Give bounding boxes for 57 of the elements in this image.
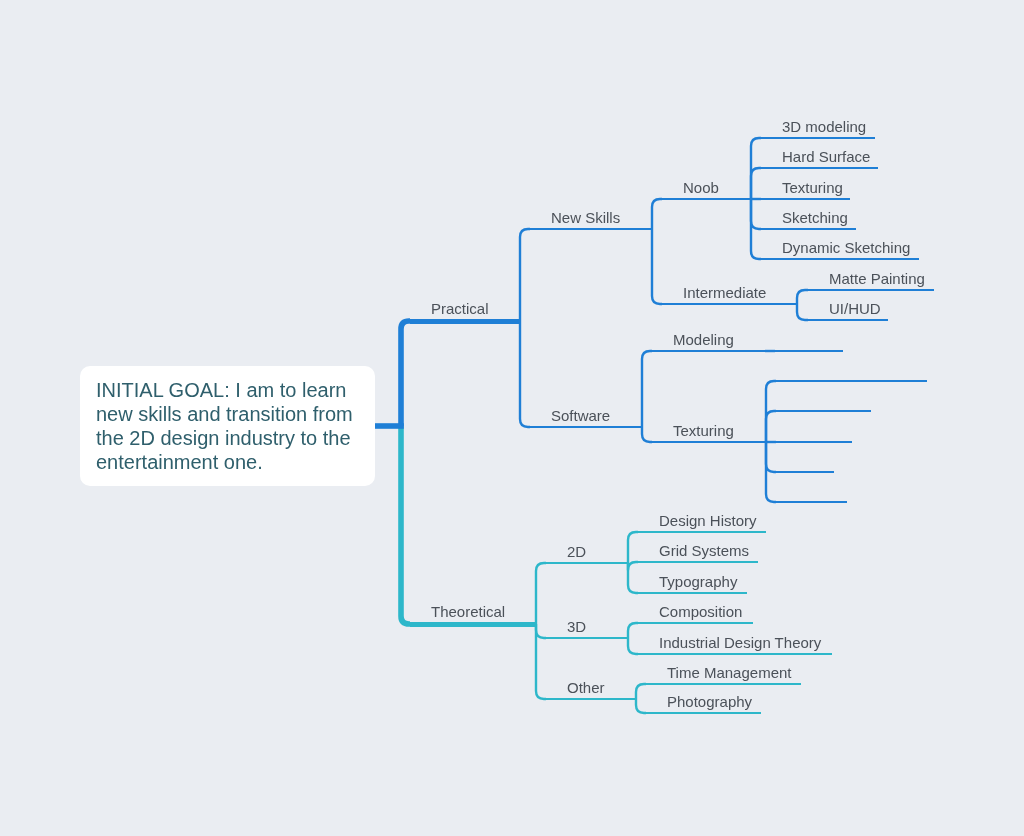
connector-line <box>795 288 808 304</box>
topic-label: 3D <box>567 618 587 637</box>
branch-line <box>776 440 852 444</box>
connector-line <box>398 318 412 426</box>
connector-line <box>650 197 662 229</box>
branch-line <box>776 409 871 413</box>
goal-card <box>80 366 375 486</box>
topic-label: Texturing <box>673 422 734 441</box>
topic-label: Theoretical <box>431 602 506 621</box>
connector-line <box>398 426 412 627</box>
topic-label: Texturing <box>782 179 843 198</box>
topic-label: Matte Painting <box>829 270 925 289</box>
topic-label: Sketching <box>782 209 848 228</box>
connector-line <box>751 197 761 201</box>
connector-line <box>518 227 530 321</box>
topic-label: Intermediate <box>683 284 767 303</box>
connector-line <box>634 682 646 699</box>
topic-label: Grid Systems <box>659 542 749 561</box>
topic-label: Noob <box>683 179 719 198</box>
topic-label: Other <box>567 679 605 698</box>
connector-line <box>626 621 638 638</box>
connector-line <box>650 229 662 306</box>
topic-label: 3D modeling <box>782 118 867 137</box>
connector-line <box>534 561 546 624</box>
topic-label: 2D <box>567 543 587 562</box>
topic-label: Dynamic Sketching <box>782 239 911 258</box>
topic-label: New Skills <box>551 209 621 228</box>
branch-line <box>776 500 847 504</box>
branch-line <box>775 349 843 353</box>
topic-label: UI/HUD <box>829 300 881 319</box>
connector-line <box>634 699 646 715</box>
topic-label: Modeling <box>673 331 734 350</box>
connector-line <box>626 530 638 563</box>
topic-label: Photography <box>667 693 753 712</box>
connector-line <box>518 321 530 429</box>
connector-line <box>626 638 638 656</box>
topic-label: Hard Surface <box>782 148 871 167</box>
topic-label: Typography <box>659 573 738 592</box>
topic-label: Design History <box>659 512 757 531</box>
connector-line <box>640 427 652 444</box>
topic-label: Industrial Design Theory <box>659 634 822 653</box>
connector-line <box>749 136 761 199</box>
connector-line <box>764 379 776 442</box>
connector-line <box>626 560 638 572</box>
branch-line <box>776 470 834 474</box>
connector-line <box>640 349 652 427</box>
connector-line <box>795 304 808 322</box>
topic-label: Practical <box>431 299 489 318</box>
branch-line <box>776 379 927 383</box>
topic-label: Time Management <box>667 664 792 683</box>
goal-text: INITIAL GOAL: I am to learn new skills and transition from the 2D design industry to the entertainment one. <box>96 378 354 474</box>
connector-line <box>764 442 776 474</box>
topic-label: Composition <box>659 603 743 622</box>
connector-line <box>534 624 546 640</box>
connector-line <box>375 423 404 429</box>
topic-label: Software <box>551 407 611 426</box>
connector-line <box>749 199 761 231</box>
